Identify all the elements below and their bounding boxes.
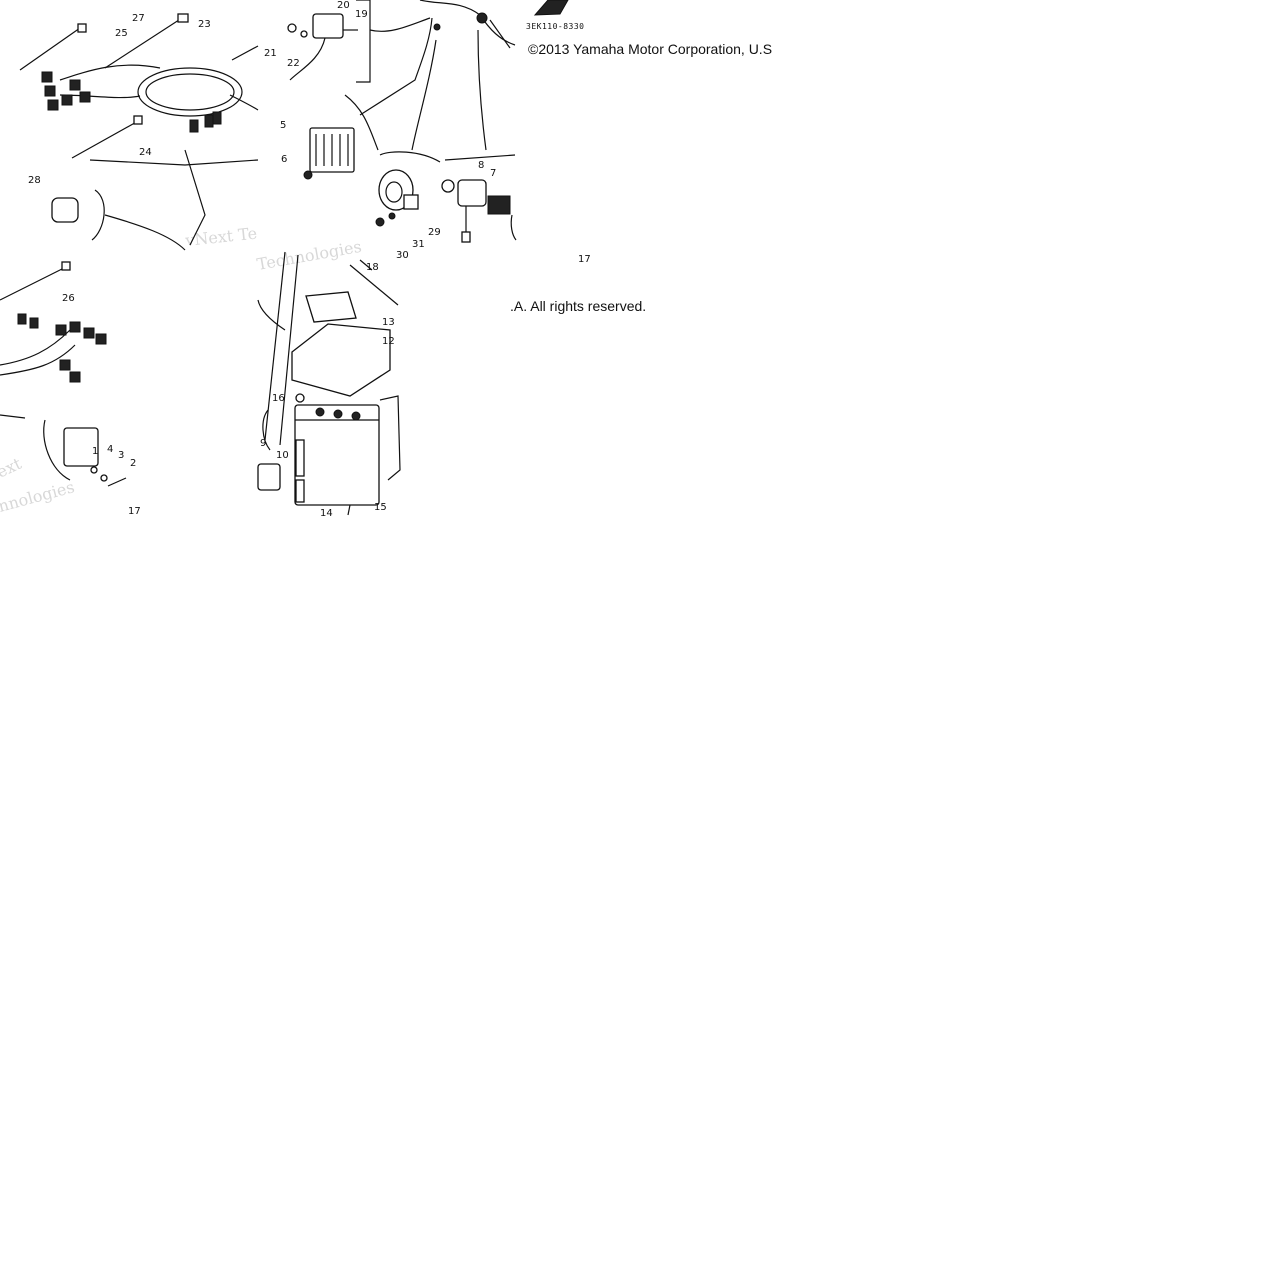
callout-5: 5 xyxy=(280,120,286,131)
callout-13: 13 xyxy=(382,317,395,328)
callout-18: 18 xyxy=(366,262,379,273)
callout-22: 22 xyxy=(287,58,300,69)
battery-group xyxy=(257,251,401,516)
main-switch xyxy=(287,0,371,83)
watermark-text-4: ext xyxy=(0,454,25,482)
callout-24: 24 xyxy=(139,147,152,158)
callout-26: 26 xyxy=(62,293,75,304)
part-28-cap xyxy=(51,189,186,251)
callout-23: 23 xyxy=(198,19,211,30)
wire-harness-group xyxy=(41,64,259,246)
watermark-text-3: nnologies xyxy=(0,477,76,516)
callout-28: 28 xyxy=(28,175,41,186)
callout-8: 8 xyxy=(478,160,484,171)
callout-10: 10 xyxy=(276,450,289,461)
callout-12: 12 xyxy=(382,336,395,347)
callout-16: 16 xyxy=(272,393,285,404)
fwd-arrow xyxy=(533,0,569,16)
callout-9: 9 xyxy=(260,438,266,449)
callout-30: 30 xyxy=(396,250,409,261)
callout-14: 14 xyxy=(320,508,333,519)
callout-19: 19 xyxy=(355,9,368,20)
diagram-code: 3EK110-8330 xyxy=(526,22,585,31)
callout-15: 15 xyxy=(374,502,387,513)
part-7-switch xyxy=(441,179,511,243)
callout-7: 7 xyxy=(490,168,496,179)
callout-17b: 17 xyxy=(578,254,591,265)
callout-2: 2 xyxy=(130,458,136,469)
callout-4: 4 xyxy=(107,444,113,455)
callout-25: 25 xyxy=(115,28,128,39)
copyright-text-top: ©2013 Yamaha Motor Corporation, U.S xyxy=(528,41,773,57)
callout-21: 21 xyxy=(264,48,277,59)
callout-29: 29 xyxy=(428,227,441,238)
copyright-text-bottom: .A. All rights reserved. xyxy=(510,298,647,314)
callout-3: 3 xyxy=(118,450,124,461)
cable-ties xyxy=(19,13,259,159)
harness-26 xyxy=(0,261,107,419)
callout-27: 27 xyxy=(132,13,145,24)
frame-outline xyxy=(359,0,517,241)
callout-31: 31 xyxy=(412,239,425,250)
watermark-text-2: Technologies xyxy=(255,237,363,274)
callouts: 1 2 3 4 5 6 7 8 9 10 12 13 14 15 16 17 1… xyxy=(28,0,591,519)
callout-1: 1 xyxy=(92,446,98,457)
horn xyxy=(375,151,441,227)
callout-17a: 17 xyxy=(128,506,141,517)
rectifier xyxy=(303,94,379,180)
callout-6: 6 xyxy=(281,154,287,165)
part-1-relay xyxy=(43,419,127,487)
callout-20: 20 xyxy=(337,0,350,11)
